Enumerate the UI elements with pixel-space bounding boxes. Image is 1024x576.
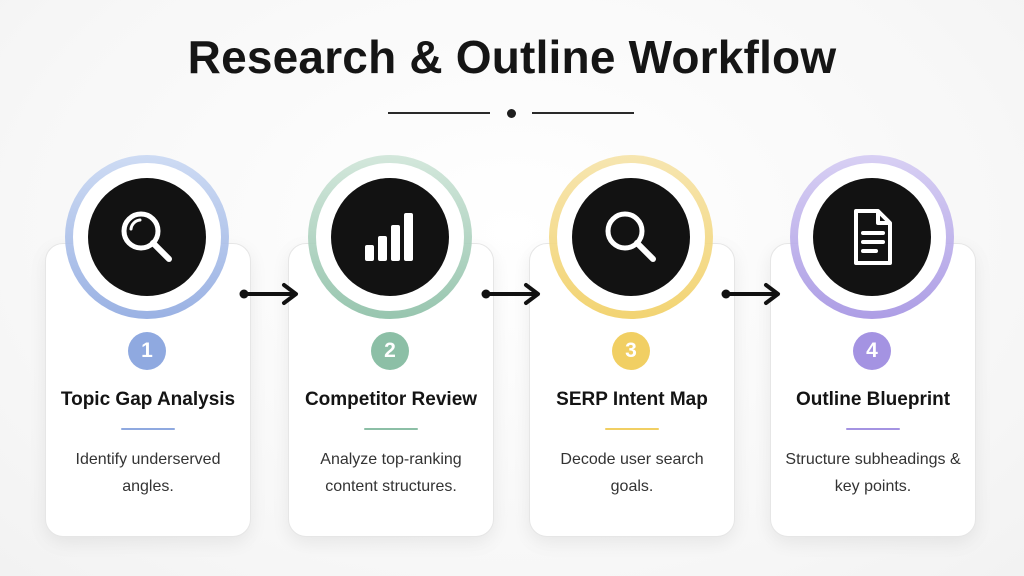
step-description: Identify underserved angles.: [75, 451, 221, 495]
step-description: Decode user search goals.: [560, 451, 704, 495]
step-3: 3 SERP Intent Map Decode user search goa…: [529, 155, 735, 540]
arrow-right-icon: [481, 283, 540, 305]
arrow-right-icon: [721, 283, 780, 305]
step-number-badge: 2: [371, 332, 409, 370]
magnifier-icon: [572, 178, 690, 296]
step-title: SERP Intent Map: [556, 389, 708, 410]
document-icon: [813, 178, 931, 296]
magnifier-icon: [88, 178, 206, 296]
page-title: Research & Outline Workflow: [187, 31, 837, 83]
title-divider: [0, 106, 1024, 120]
divider-dot: [507, 109, 516, 118]
step-title-underline: [605, 428, 659, 430]
step-number-badge: 1: [128, 332, 166, 370]
step-1: 1 Topic Gap Analysis Identify underserve…: [45, 155, 251, 540]
bar-chart-icon: [331, 178, 449, 296]
step-4: 4 Outline Blueprint Structure subheading…: [770, 155, 976, 540]
step-title: Topic Gap Analysis: [60, 389, 236, 410]
step-description: Structure subheadings & key points.: [785, 451, 961, 495]
step-title: Outline Blueprint: [795, 389, 951, 410]
step-description: Analyze top-ranking content structures.: [320, 451, 462, 495]
divider-line-right: [532, 112, 634, 114]
step-title-underline: [364, 428, 418, 430]
arrow-right-icon: [239, 283, 298, 305]
step-title-underline: [121, 428, 175, 430]
step-2: 2 Competitor Review Analyze top-ranking …: [288, 155, 494, 540]
step-title-underline: [846, 428, 900, 430]
divider-line-left: [388, 112, 490, 114]
step-title: Competitor Review: [304, 389, 478, 410]
step-number-badge: 3: [612, 332, 650, 370]
step-number-badge: 4: [853, 332, 891, 370]
